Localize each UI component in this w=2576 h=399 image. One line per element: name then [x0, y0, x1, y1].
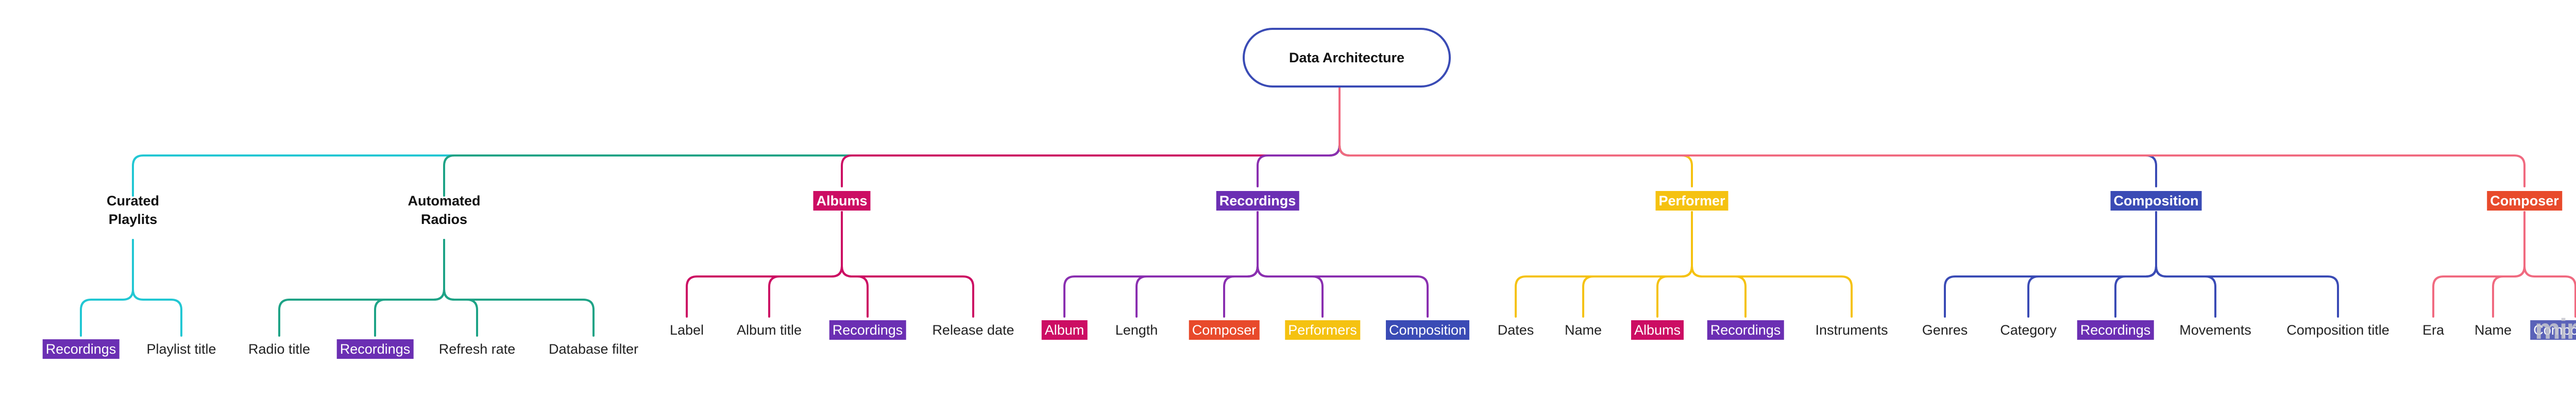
leaf-node-composer[interactable]: Composer [1189, 320, 1260, 340]
leaf-node-album[interactable]: Album [1041, 320, 1088, 340]
child-connector-2-3 [841, 211, 974, 318]
branch-node-albums[interactable]: Albums [813, 191, 871, 211]
leaf-node-movements[interactable]: Movements [2179, 322, 2251, 338]
child-connector-0-0 [80, 239, 134, 337]
leaf-node-composition-title[interactable]: Composition title [2286, 322, 2389, 338]
child-connector-1-0 [278, 239, 445, 337]
leaf-node-category[interactable]: Category [2000, 322, 2057, 338]
child-connector-3-3 [1257, 211, 1324, 318]
child-connector-4-1 [1582, 211, 1693, 318]
branch-node-performer[interactable]: Performer [1655, 191, 1728, 211]
leaf-node-name[interactable]: Name [2474, 322, 2512, 338]
child-connector-1-3 [443, 239, 595, 337]
leaf-node-playlist-title[interactable]: Playlist title [146, 341, 216, 357]
branch-connector-2 [841, 86, 1341, 187]
leaf-node-composition[interactable]: Composition [1385, 320, 1470, 340]
leaf-node-dates[interactable]: Dates [1497, 322, 1534, 338]
branch-connector-1 [443, 86, 1341, 197]
miro-logo: miro [2535, 313, 2576, 345]
leaf-node-refresh-rate[interactable]: Refresh rate [438, 341, 516, 357]
child-connector-6-0 [2432, 211, 2526, 318]
child-connector-2-2 [841, 211, 869, 318]
leaf-node-era[interactable]: Era [2422, 322, 2445, 338]
child-connector-2-1 [768, 211, 843, 318]
branch-connector-0 [132, 86, 1341, 197]
child-connector-5-3 [2155, 211, 2216, 318]
child-connector-4-4 [1691, 211, 1853, 318]
child-connector-5-1 [2027, 211, 2157, 318]
child-connector-3-4 [1257, 211, 1429, 318]
child-connector-6-2 [2523, 211, 2576, 318]
leaf-node-compositions[interactable]: Compositions [2530, 320, 2576, 340]
leaf-node-length[interactable]: Length [1115, 322, 1158, 338]
branch-node-composition[interactable]: Composition [2110, 191, 2202, 211]
child-connector-3-0 [1063, 211, 1259, 318]
branch-connector-3 [1257, 86, 1341, 187]
child-connector-3-1 [1136, 211, 1259, 318]
child-connector-1-1 [374, 239, 445, 337]
child-connector-4-0 [1515, 211, 1693, 318]
leaf-node-recordings[interactable]: Recordings [42, 339, 120, 359]
root-node[interactable]: Data Architecture [1243, 28, 1451, 88]
leaf-node-genres[interactable]: Genres [1922, 322, 1968, 338]
leaf-node-performers[interactable]: Performers [1285, 320, 1360, 340]
child-connector-0-1 [132, 239, 182, 337]
leaf-node-radio-title[interactable]: Radio title [248, 341, 311, 357]
leaf-node-label[interactable]: Label [669, 322, 704, 338]
branch-node-automated-radios[interactable]: Automated Radios [408, 193, 481, 227]
leaf-node-recordings[interactable]: Recordings [829, 320, 906, 340]
branch-node-composer[interactable]: Composer [2487, 191, 2562, 211]
child-connector-5-0 [1944, 211, 2157, 318]
child-connector-6-1 [2492, 211, 2526, 318]
branch-node-recordings[interactable]: Recordings [1216, 191, 1299, 211]
leaf-node-name[interactable]: Name [1564, 322, 1602, 338]
branch-connector-5 [1338, 86, 2157, 187]
branch-connector-4 [1338, 86, 1693, 187]
leaf-node-release-date[interactable]: Release date [932, 322, 1014, 338]
leaf-node-recordings[interactable]: Recordings [336, 339, 414, 359]
branch-node-curated-playlits[interactable]: Curated Playlits [106, 193, 159, 227]
leaf-node-recordings[interactable]: Recordings [1707, 320, 1784, 340]
child-connector-4-3 [1691, 211, 1747, 318]
leaf-node-album-title[interactable]: Album title [736, 322, 802, 338]
child-connector-5-4 [2155, 211, 2339, 318]
leaf-node-albums[interactable]: Albums [1631, 320, 1684, 340]
child-connector-4-2 [1656, 211, 1693, 318]
child-connector-3-2 [1223, 211, 1259, 318]
branch-connector-6 [1338, 86, 2526, 187]
leaf-node-recordings[interactable]: Recordings [2077, 320, 2154, 340]
child-connector-2-0 [686, 211, 843, 318]
child-connector-1-2 [443, 239, 478, 337]
leaf-node-database-filter[interactable]: Database filter [548, 341, 639, 357]
child-connector-5-2 [2114, 211, 2157, 318]
leaf-node-instruments[interactable]: Instruments [1815, 322, 1888, 338]
